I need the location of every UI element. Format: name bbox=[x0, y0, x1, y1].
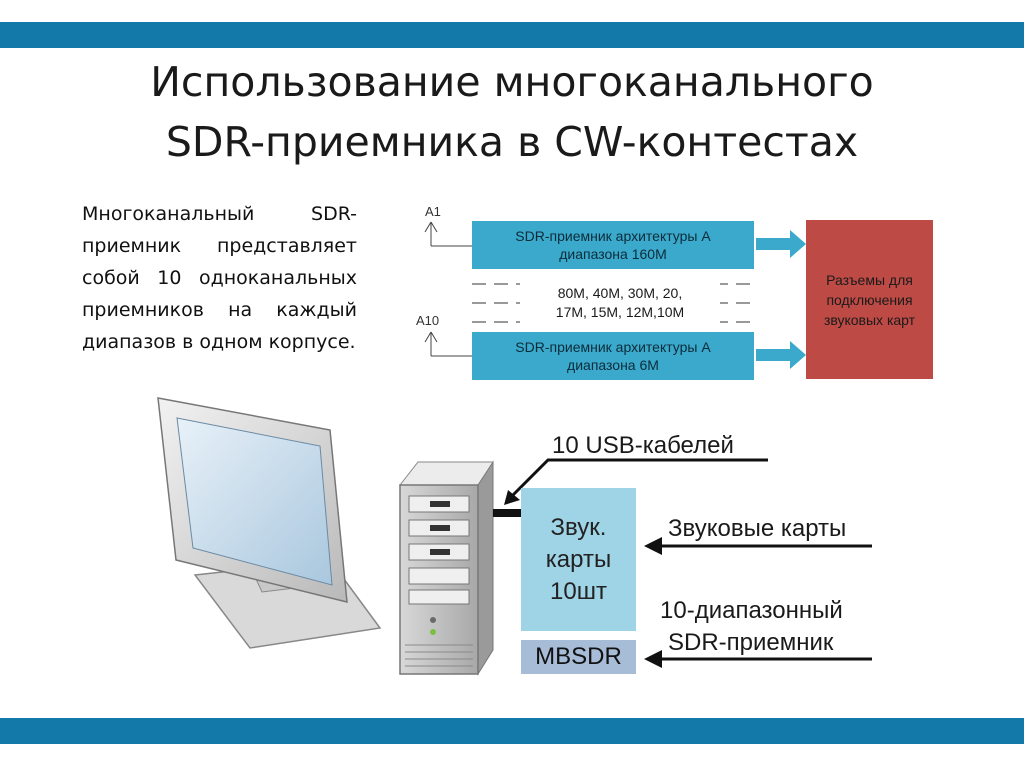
receiver-6m: SDR-приемник архитектуры А диапазона 6М bbox=[472, 332, 754, 380]
title-line-2: SDR-приемника в CW-контестах bbox=[165, 118, 859, 166]
sound-box-line2: карты bbox=[545, 545, 612, 573]
sound-card-sockets: Разъемы для подключения звуковых карт bbox=[806, 220, 933, 379]
description-text: Многоканальный SDR-приемник представляет… bbox=[82, 203, 357, 353]
callout-sound-cards: Звуковые карты bbox=[668, 515, 847, 542]
slide-title: Использование многоканального SDR-приемн… bbox=[40, 52, 984, 172]
monitor-icon bbox=[157, 397, 382, 649]
title-line-1: Использование многоканального bbox=[150, 58, 874, 106]
band-list-line2: 17М, 15М, 12М,10М bbox=[555, 304, 685, 320]
sockets-line1: Разъемы для bbox=[826, 271, 913, 288]
callout-sdr-line2: SDR-приемник bbox=[668, 629, 834, 656]
receiver-160m: SDR-приемник архитектуры А диапазона 160… bbox=[472, 221, 754, 269]
arrow-left-icon bbox=[644, 650, 872, 668]
diagram-graphics bbox=[157, 221, 872, 676]
top-accent-band bbox=[0, 22, 1024, 48]
band-list-line1: 80М, 40М, 30М, 20, bbox=[557, 285, 683, 301]
pc-tower-icon bbox=[398, 460, 494, 676]
band-list: 80М, 40М, 30М, 20, 17М, 15М, 12М,10М bbox=[520, 282, 720, 324]
antenna-label-a1: A1 bbox=[425, 204, 441, 219]
receiver-160m-line1: SDR-приемник архитектуры А bbox=[515, 228, 711, 244]
sockets-line3: звуковых карт bbox=[823, 311, 916, 328]
sound-cards-box: Звук. карты 10шт bbox=[521, 488, 636, 631]
antenna-label-a10: A10 bbox=[416, 313, 440, 328]
sound-box-line1: Звук. bbox=[550, 513, 607, 541]
receiver-160m-line2: диапазона 160М bbox=[559, 246, 667, 262]
receiver-6m-line2: диапазона 6М bbox=[567, 357, 659, 373]
sockets-line2: подключения bbox=[826, 291, 913, 308]
antenna-icon bbox=[424, 221, 472, 247]
usb-cable bbox=[493, 509, 521, 517]
callout-usb-cables: 10 USB-кабелей bbox=[552, 432, 734, 459]
arrow-left-icon bbox=[644, 537, 872, 555]
bottom-accent-band bbox=[0, 718, 1024, 744]
arrow-right-icon bbox=[756, 341, 806, 369]
sound-box-line3: 10шт bbox=[550, 577, 607, 605]
arrow-right-icon bbox=[756, 230, 806, 258]
antenna-icon bbox=[424, 331, 472, 357]
receiver-6m-line1: SDR-приемник архитектуры А bbox=[515, 339, 711, 355]
arrow-left-icon bbox=[504, 458, 768, 505]
mbsdr-label: MBSDR bbox=[521, 640, 636, 674]
callout-sdr-line1: 10-диапазонный bbox=[660, 597, 843, 624]
